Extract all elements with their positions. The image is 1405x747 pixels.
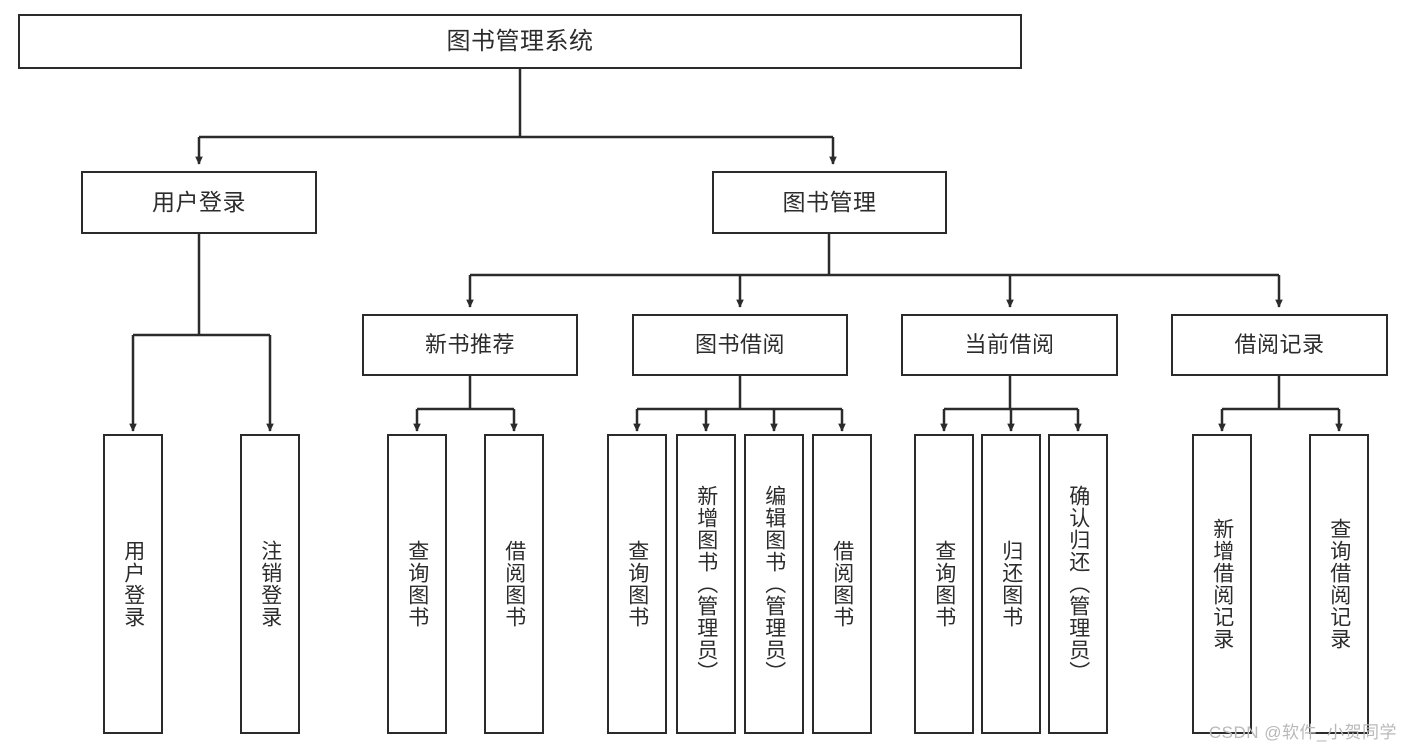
node-borrow-record[interactable]: 借阅记录: [1171, 314, 1388, 376]
leaf-borrow-book-1[interactable]: 借阅图书: [484, 434, 544, 734]
node-current-borrow[interactable]: 当前借阅: [901, 314, 1118, 376]
leaf-edit-book-label: 编辑图书（管理员）: [762, 485, 786, 683]
leaf-query-book-3-label: 查询图书: [932, 540, 956, 628]
node-root[interactable]: 图书管理系统: [18, 14, 1022, 69]
leaf-borrow-book-1-label: 借阅图书: [502, 540, 526, 628]
leaf-user-login[interactable]: 用户登录: [103, 434, 163, 734]
leaf-user-logout-label: 注销登录: [258, 540, 282, 628]
node-new-book-recommend-label: 新书推荐: [424, 332, 515, 358]
leaf-query-record-label: 查询借阅记录: [1327, 518, 1351, 650]
leaf-edit-book[interactable]: 编辑图书（管理员）: [744, 434, 804, 734]
leaf-confirm-return-label: 确认归还（管理员）: [1066, 485, 1090, 683]
leaf-borrow-book-2[interactable]: 借阅图书: [812, 434, 872, 734]
node-book-borrow[interactable]: 图书借阅: [632, 314, 848, 376]
leaf-borrow-book-2-label: 借阅图书: [830, 540, 854, 628]
node-root-label: 图书管理系统: [446, 27, 594, 55]
node-book-management[interactable]: 图书管理: [712, 171, 947, 234]
leaf-user-login-label: 用户登录: [121, 540, 145, 628]
leaf-return-book[interactable]: 归还图书: [981, 434, 1041, 734]
leaf-add-record-label: 新增借阅记录: [1210, 518, 1234, 650]
leaf-query-record[interactable]: 查询借阅记录: [1309, 434, 1369, 734]
leaf-return-book-label: 归还图书: [999, 540, 1023, 628]
leaf-confirm-return[interactable]: 确认归还（管理员）: [1048, 434, 1108, 734]
leaf-user-logout[interactable]: 注销登录: [240, 434, 300, 734]
node-user-login[interactable]: 用户登录: [81, 171, 317, 234]
leaf-add-book[interactable]: 新增图书（管理员）: [676, 434, 736, 734]
node-book-borrow-label: 图书借阅: [694, 332, 785, 358]
node-borrow-record-label: 借阅记录: [1234, 332, 1325, 358]
leaf-query-book-1-label: 查询图书: [405, 540, 429, 628]
leaf-query-book-2-label: 查询图书: [625, 540, 649, 628]
node-new-book-recommend[interactable]: 新书推荐: [362, 314, 578, 376]
node-user-login-label: 用户登录: [152, 189, 246, 216]
node-book-management-label: 图书管理: [782, 189, 877, 216]
leaf-query-book-1[interactable]: 查询图书: [387, 434, 447, 734]
leaf-query-book-2[interactable]: 查询图书: [607, 434, 667, 734]
leaf-add-record[interactable]: 新增借阅记录: [1192, 434, 1252, 734]
leaf-query-book-3[interactable]: 查询图书: [914, 434, 974, 734]
leaf-add-book-label: 新增图书（管理员）: [694, 485, 718, 683]
csdn-watermark: CSDN @软件_小贺同学: [1208, 723, 1397, 742]
node-current-borrow-label: 当前借阅: [964, 332, 1055, 358]
